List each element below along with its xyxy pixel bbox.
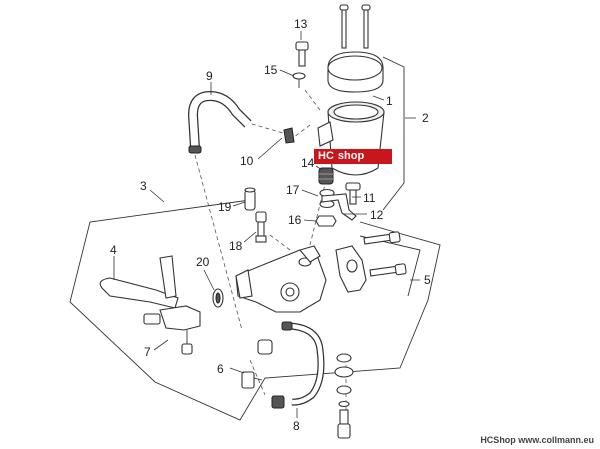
callout-label: 7 bbox=[144, 345, 151, 359]
callout-label: 9 bbox=[206, 69, 213, 83]
bracket-12 bbox=[321, 193, 357, 221]
brake-lever-4 bbox=[99, 255, 179, 309]
fluid-reservoir bbox=[317, 101, 385, 176]
grommet-14 bbox=[318, 167, 334, 185]
callout-label: 11 bbox=[363, 191, 376, 205]
reservoir-screws bbox=[339, 4, 371, 49]
callout-label: 6 bbox=[217, 362, 224, 376]
handlebar-clamp bbox=[335, 245, 367, 293]
callout-label: 5 bbox=[424, 273, 431, 287]
callout-label: 17 bbox=[286, 183, 300, 197]
bolt-group-bracket bbox=[359, 235, 421, 297]
callout-label: 8 bbox=[293, 419, 300, 433]
callout-label: 16 bbox=[288, 213, 302, 227]
watermark-hc: HC bbox=[318, 150, 334, 162]
bleeder-cap-19 bbox=[244, 187, 256, 211]
screw-11 bbox=[345, 182, 361, 205]
reservoir-group-bracket bbox=[382, 56, 405, 211]
washer-15 bbox=[292, 72, 306, 88]
brake-light-switch-6 bbox=[241, 339, 273, 389]
callout-label: 3 bbox=[140, 179, 147, 193]
callout-label: 19 bbox=[218, 200, 232, 214]
callout-label: 2 bbox=[422, 111, 429, 125]
callout-label: 10 bbox=[240, 154, 254, 168]
watermark-shop: shop bbox=[337, 150, 365, 162]
footer-credit: HCShop www.collmann.eu bbox=[480, 435, 594, 445]
callout-label: 15 bbox=[264, 63, 278, 77]
master-cylinder-body bbox=[235, 245, 327, 313]
banjo-fitting bbox=[334, 353, 354, 439]
master-cylinder-group-bracket bbox=[69, 199, 441, 421]
callout-label: 4 bbox=[110, 243, 117, 257]
hose-clamp-10 bbox=[188, 127, 295, 154]
lever-adjuster-7 bbox=[143, 305, 201, 355]
pivot-bushing-20 bbox=[212, 288, 224, 308]
callout-label: 13 bbox=[294, 17, 308, 31]
callout-label: 12 bbox=[370, 208, 384, 222]
switch-wire-8 bbox=[271, 321, 325, 409]
screw-13 bbox=[295, 41, 309, 67]
callout-label: 14 bbox=[301, 156, 315, 170]
clamp-bolts-5 bbox=[363, 231, 407, 277]
callout-label: 1 bbox=[386, 94, 393, 108]
callout-label: 20 bbox=[196, 255, 210, 269]
nut-16 bbox=[315, 215, 337, 227]
bleeder-screw-18 bbox=[255, 211, 267, 243]
callout-label: 18 bbox=[229, 239, 243, 253]
hose-9 bbox=[187, 90, 252, 149]
reservoir-cap bbox=[327, 51, 384, 93]
